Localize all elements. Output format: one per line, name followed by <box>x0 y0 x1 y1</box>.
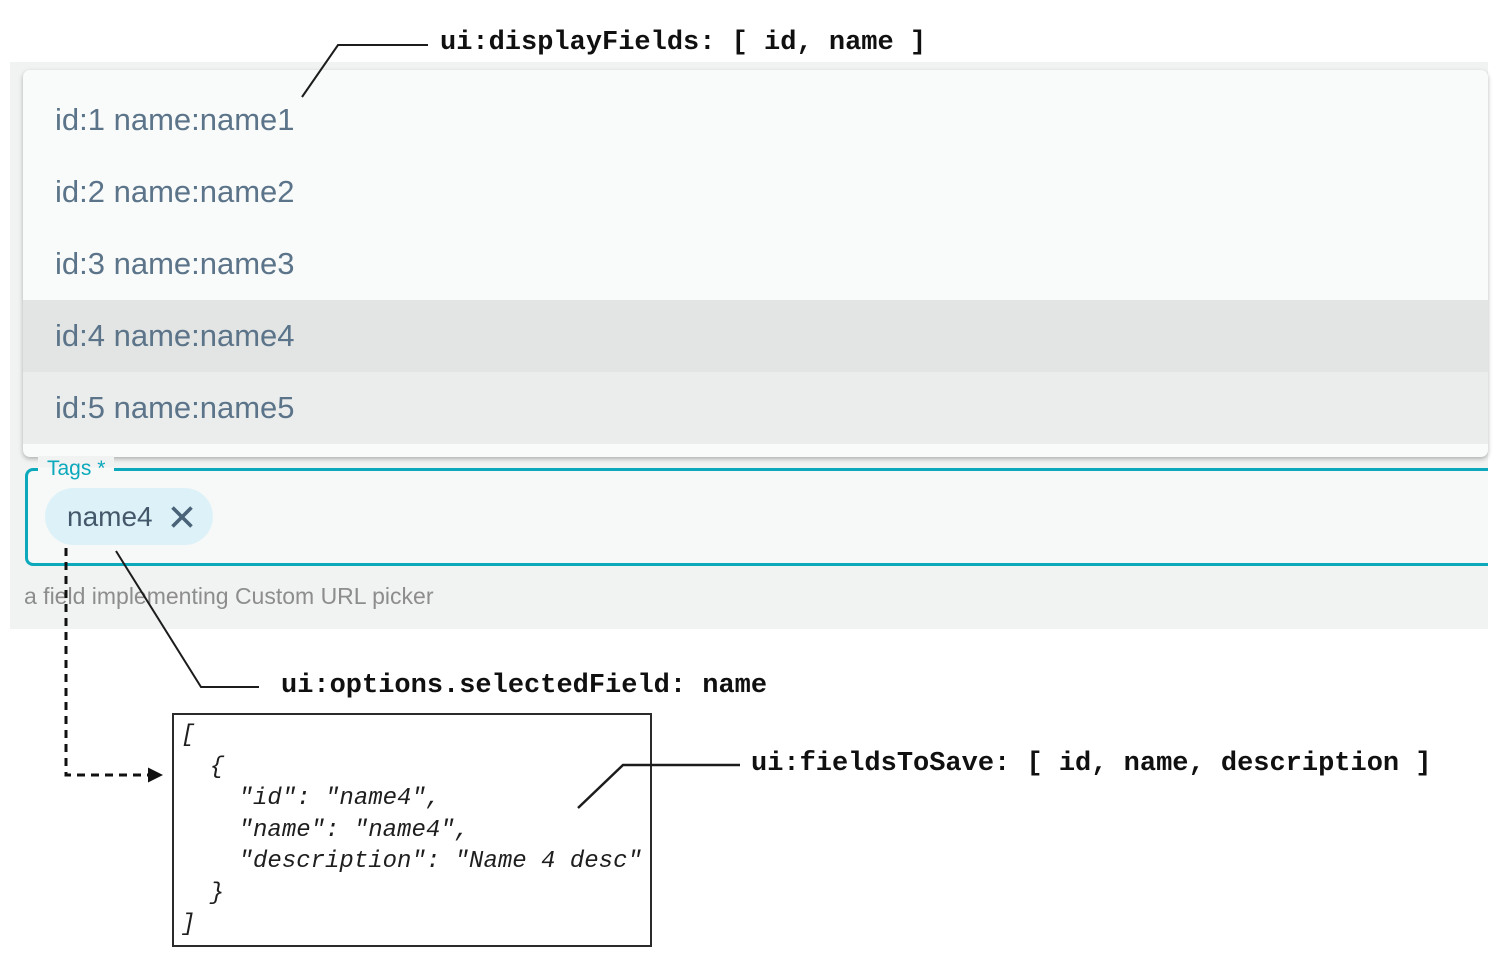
tags-field-label: Tags * <box>38 456 115 481</box>
dropdown-option-4[interactable]: id:4 name:name4 <box>23 300 1488 372</box>
dropdown-option-label: id:3 name:name3 <box>55 246 295 281</box>
dropdown-option-2[interactable]: id:2 name:name2 <box>23 156 1488 228</box>
dropdown-option-5[interactable]: id:5 name:name5 <box>23 372 1488 444</box>
dropdown-option-3[interactable]: id:3 name:name3 <box>23 228 1488 300</box>
annotation-selected-field: ui:options.selectedField: name <box>281 671 768 701</box>
json-line: "id": "name4", <box>181 785 441 812</box>
annotation-display-fields: ui:displayFields: [ id, name ] <box>440 28 927 58</box>
json-line: "description": "Name 4 desc" <box>181 848 642 875</box>
annotation-fields-to-save: ui:fieldsToSave: [ id, name, description… <box>751 749 1432 779</box>
json-line: "name": "name4", <box>181 816 470 844</box>
tag-chip-name4[interactable]: name4 <box>45 488 213 545</box>
dropdown-menu: id:1 name:name1 id:2 name:name2 id:3 nam… <box>23 70 1488 457</box>
dashed-arrow-head <box>148 767 163 783</box>
dropdown-option-label: id:4 name:name4 <box>55 318 295 353</box>
json-line: { <box>181 753 225 781</box>
json-preview-box: [ { "id": "name4", "name": "name4", "des… <box>172 713 652 947</box>
json-line: [ <box>181 722 196 749</box>
dropdown-option-label: id:5 name:name5 <box>55 390 295 425</box>
json-line: ] <box>181 911 196 938</box>
helper-text: a field implementing Custom URL picker <box>24 583 434 609</box>
tag-chip-label: name4 <box>67 500 153 532</box>
dropdown-option-1[interactable]: id:1 name:name1 <box>23 84 1488 156</box>
close-icon[interactable] <box>167 502 197 532</box>
dropdown-option-label: id:2 name:name2 <box>55 174 295 209</box>
json-line: } <box>181 879 225 907</box>
tags-input-field[interactable] <box>25 468 1488 566</box>
dropdown-option-label: id:1 name:name1 <box>55 102 295 137</box>
